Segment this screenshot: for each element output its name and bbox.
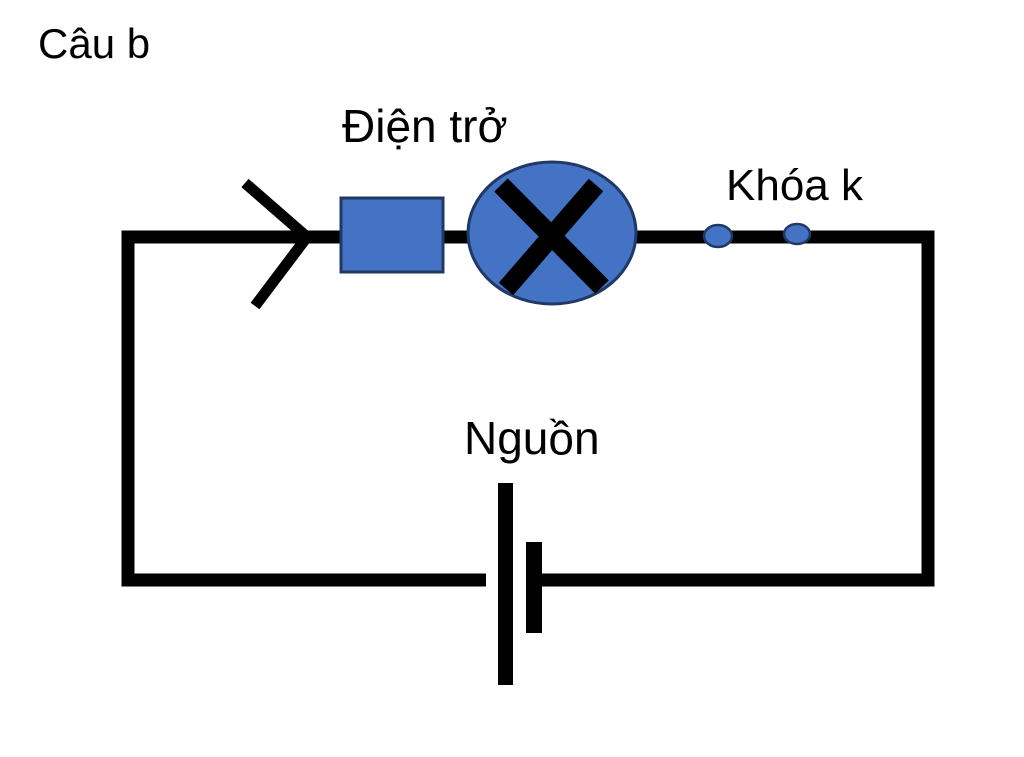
- current-arrow-icon: [241, 178, 315, 310]
- switch-dot-right: [782, 222, 812, 246]
- resistor-body: [339, 196, 445, 274]
- battery-short-plate: [526, 542, 542, 633]
- resistor-label: Điện trở: [342, 100, 508, 152]
- page-title: Câu b: [38, 20, 151, 67]
- switch-label: Khóa k: [726, 161, 863, 210]
- source-label: Nguồn: [464, 412, 600, 464]
- lamp-x-stroke-2: [498, 178, 604, 296]
- battery-long-plate: [498, 483, 513, 685]
- switch-dot-left: [702, 223, 734, 249]
